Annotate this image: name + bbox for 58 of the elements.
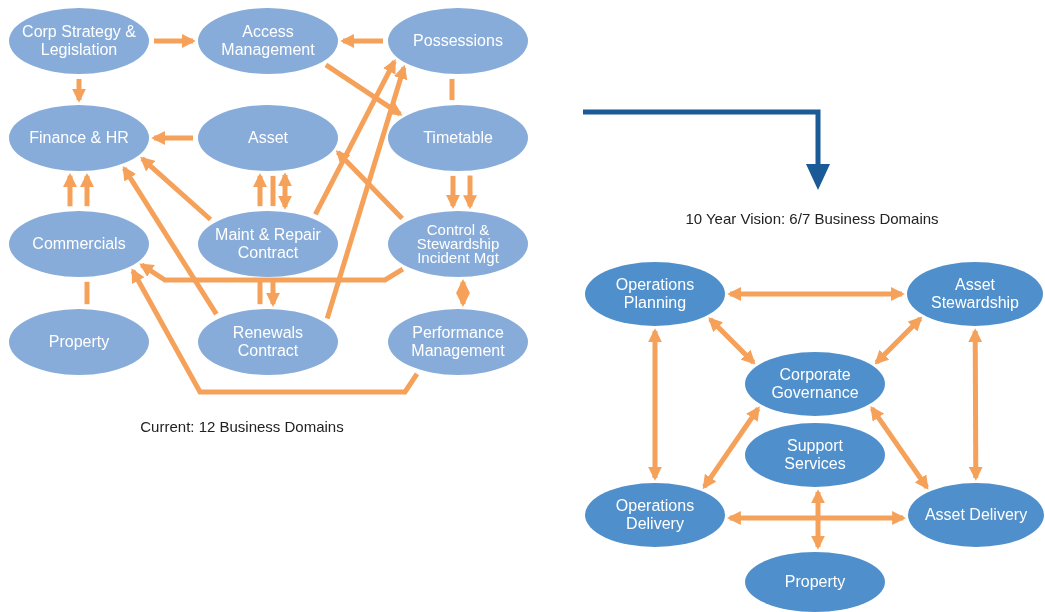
arrow (140, 156, 213, 222)
arrow (702, 406, 761, 490)
domain-label: Renewals Contract (231, 323, 305, 361)
arrow (463, 175, 477, 210)
arrow (726, 511, 907, 525)
domain-label: Property (47, 332, 111, 352)
domain-label: Operations Planning (614, 275, 696, 313)
domain-ellipse (198, 211, 338, 277)
arrow (139, 262, 405, 283)
domain-label: Asset Stewardship (929, 275, 1020, 313)
arrow (80, 173, 94, 207)
domain-label: Support Services (783, 436, 847, 474)
arrow (727, 287, 905, 301)
connector-line (84, 281, 90, 305)
domain-label: Maint & Repair Contract (214, 225, 322, 263)
domain-label: Asset (247, 128, 289, 148)
arrow (278, 172, 292, 210)
arrow (968, 328, 983, 481)
caption-text: 10 Year Vision: 6/7 Business Domains (685, 208, 939, 229)
arrow (130, 268, 420, 395)
arrow (253, 173, 267, 207)
domain-ellipse (745, 352, 885, 416)
arrow (154, 34, 196, 48)
connector-line (449, 78, 455, 101)
domain-label: Timetable (422, 128, 494, 148)
domain-label: Asset Delivery (923, 505, 1029, 525)
domain-label: Possessions (412, 31, 504, 51)
domain-label: Control & Stewardship Incident Mgt (415, 222, 501, 266)
arrow (324, 62, 403, 117)
domain-label: Corporate Governance (770, 365, 860, 403)
arrow (811, 489, 825, 550)
domain-label: Performance Management (410, 323, 506, 361)
connector-line (270, 175, 276, 207)
domain-label: Property (783, 572, 847, 592)
domain-ellipse (745, 423, 885, 487)
domain-label: Finance & HR (28, 128, 130, 148)
domain-label: Access Management (220, 22, 316, 60)
domain-label: Commercials (31, 234, 127, 254)
domain-label: Corp Strategy & Legislation (21, 22, 137, 60)
arrow (63, 172, 77, 207)
arrow (122, 166, 219, 316)
arrow (446, 175, 460, 209)
arrow (151, 131, 193, 145)
arrow (335, 150, 404, 221)
domain-label: Operations Delivery (614, 496, 696, 534)
arrow (313, 58, 397, 216)
caption-text: Current: 12 Business Domains (140, 416, 344, 437)
arrow (340, 34, 383, 48)
arrow (869, 406, 929, 490)
arrow (874, 316, 923, 365)
arrow (324, 64, 408, 320)
arrow (648, 328, 662, 481)
domain-ellipse (9, 211, 149, 277)
connector-line (257, 281, 263, 305)
arrow (266, 281, 280, 307)
arrow (708, 317, 756, 365)
arrow (456, 279, 470, 307)
arrow (72, 79, 86, 103)
